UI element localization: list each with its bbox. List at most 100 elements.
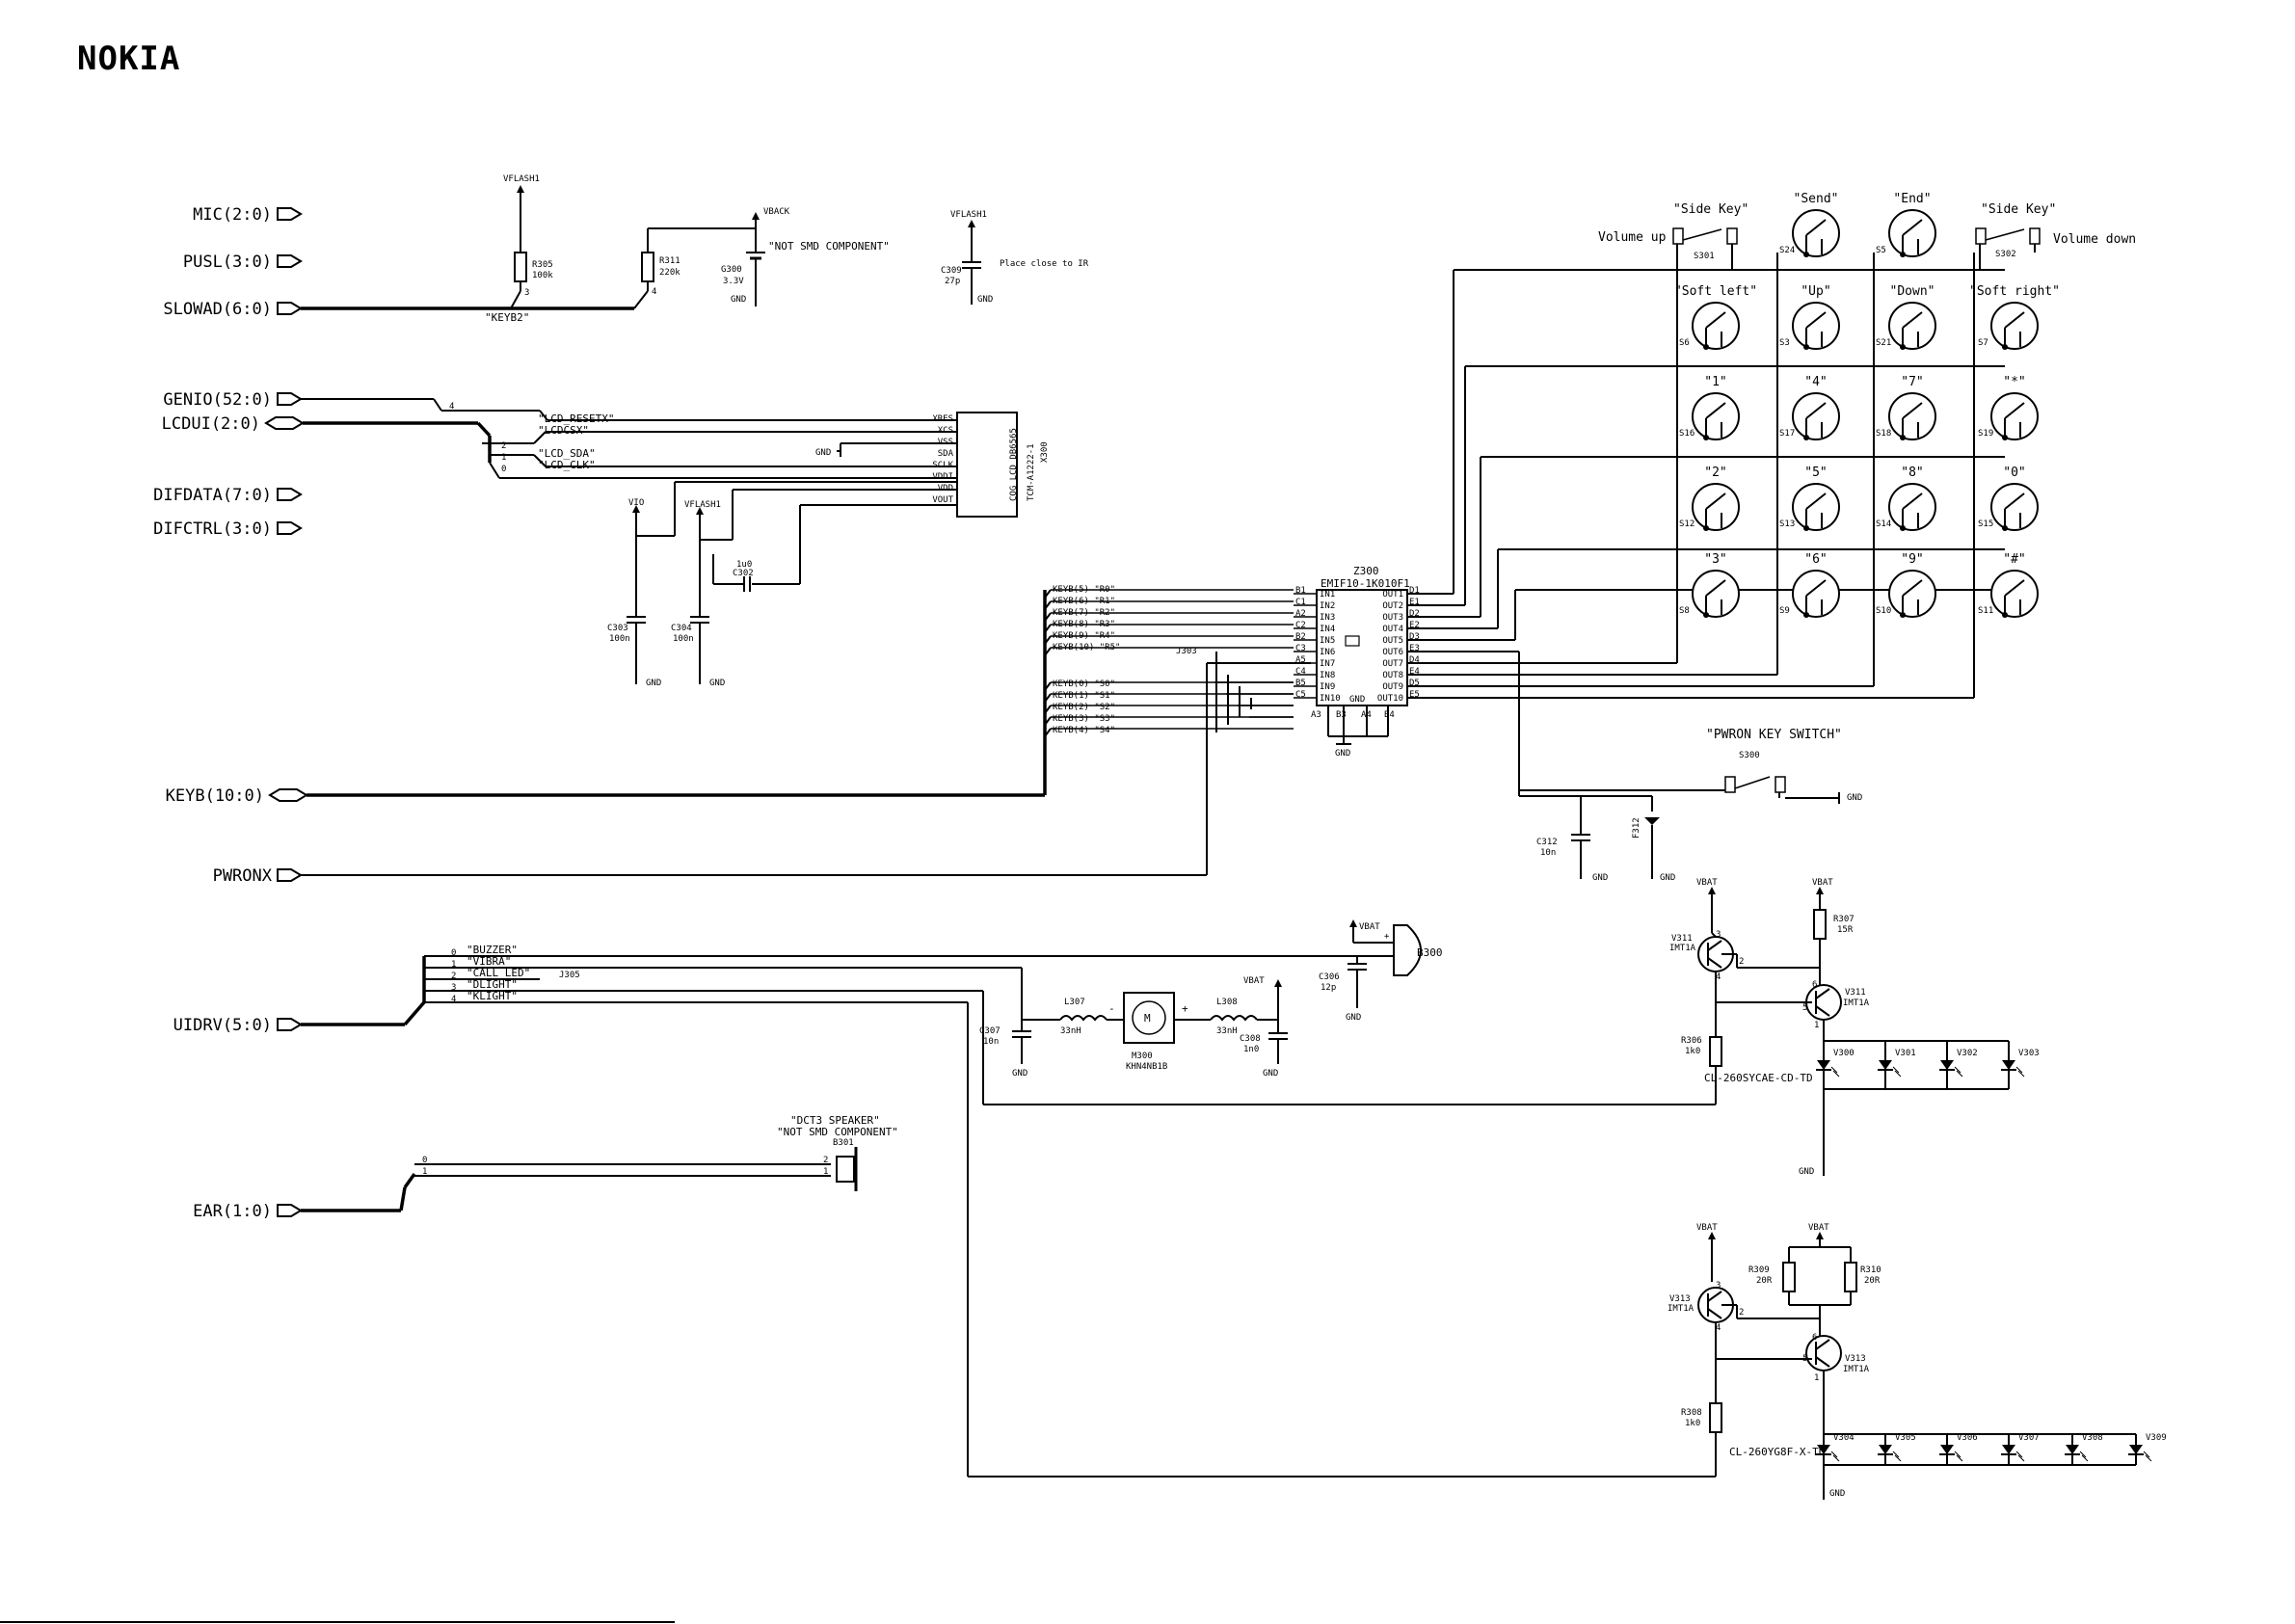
key-label: "3": [1704, 552, 1726, 567]
keypad-key: "1"S16: [1679, 375, 1740, 440]
port-arrow-icon: [277, 1204, 303, 1217]
lcd-part-number: COG_LCD_DB6565: [1009, 428, 1019, 501]
r307-ref: R307: [1833, 915, 1855, 924]
c309-value: 27p: [945, 277, 960, 286]
key-ref: S6: [1679, 338, 1690, 348]
lcd-bus-bit-1: 1: [501, 453, 506, 463]
key-ref: S14: [1876, 519, 1891, 529]
buzzer-plus: +: [1384, 932, 1390, 942]
key-label: "#": [2003, 552, 2025, 567]
v311b-pin1: 1: [1814, 1021, 1819, 1030]
dl-led-part: CL-260SYCAE-CD-TD: [1704, 1072, 1813, 1084]
resistor-r308: [1709, 1402, 1722, 1433]
lcd-connector-part: TCM-A1222-1: [1027, 443, 1036, 501]
lcd-bus-bit-0: 0: [501, 465, 506, 474]
key-switch-icon: [1792, 483, 1840, 531]
keyb-net-s3: KEYB(3) "S3": [1053, 714, 1115, 724]
keyb-net-r0: KEYB(5) "R0": [1053, 585, 1115, 595]
z300-output-label: OUT5: [1382, 636, 1403, 646]
key-ref: S11: [1978, 606, 1993, 616]
led-icon: [2129, 1445, 2143, 1454]
key-ref: S12: [1679, 519, 1695, 529]
key-switch-icon: [1692, 392, 1740, 440]
z300-pin-label: E5: [1409, 690, 1420, 700]
vbat-l308-label: VBAT: [1243, 976, 1265, 986]
key-ref: S5: [1876, 246, 1886, 255]
key-switch-icon: [1888, 302, 1936, 350]
v311b-part: IMT1A: [1843, 998, 1870, 1008]
c307-value: 10n: [983, 1037, 999, 1047]
keypad-key: "0"S15: [1978, 466, 2039, 531]
v313a-pin3: 3: [1716, 1281, 1721, 1291]
z300-pin-label: A2: [1295, 609, 1306, 619]
key-ref: S10: [1876, 606, 1891, 616]
led-ref: V309: [2146, 1433, 2167, 1443]
keypad-key: "3" S8: [1679, 552, 1740, 618]
z300-input-label: IN4: [1320, 625, 1335, 634]
lcd-pin-vss: VSS: [938, 438, 953, 447]
z300-pin-label: B1: [1295, 586, 1306, 596]
vibra-motor: L307 33nH M - + M300 KHN4NB1B L308 33nH …: [979, 976, 1288, 1078]
s300-gnd: GND: [1847, 793, 1862, 803]
pwronx-wiring: [301, 652, 1311, 876]
led-ref: V303: [2018, 1049, 2040, 1058]
z300-pin-label: D4: [1409, 655, 1420, 665]
z300-ref: Z300: [1353, 565, 1379, 577]
port-label-pwronx: PWRONX: [213, 866, 273, 886]
g300-gnd: GND: [731, 295, 746, 305]
c312-gnd: GND: [1592, 873, 1608, 883]
key-light-led: V307: [2001, 1433, 2040, 1465]
keypad-key: "4"S17: [1779, 375, 1840, 440]
buzzer-icon: [1393, 924, 1422, 976]
led-icon: [1817, 1060, 1830, 1070]
key-switch-icon: [1792, 209, 1840, 257]
port-label-difctrl: DIFCTRL(3:0): [153, 519, 272, 539]
v313a-pin4: 4: [1716, 1323, 1721, 1333]
volume-up-label: Volume up: [1598, 230, 1667, 245]
m300-part: KHN4NB1B: [1126, 1062, 1167, 1072]
c307-gnd: GND: [1012, 1069, 1027, 1078]
lcd-pin-sda: SDA: [938, 449, 954, 459]
key-switch-icon: [1692, 483, 1740, 531]
uidrv-bit-1: 1: [451, 960, 456, 970]
b301-pin2: 2: [823, 1156, 828, 1165]
v311b-pin5: 5: [1802, 1003, 1807, 1013]
port-mic: MIC(2:0): [193, 205, 303, 225]
side-key-volume-down: "Side Key" Volume down S302: [1975, 202, 2136, 270]
key-switch-icon: [1888, 570, 1936, 618]
port-label-lcdui: LCDUI(2:0): [162, 414, 260, 434]
r309-value: 20R: [1756, 1276, 1773, 1286]
lcd-pin-sclk: SCLK: [932, 461, 953, 470]
lcd-pin-vddi: VDDI: [932, 472, 953, 482]
key-switch-icon: [1990, 483, 2039, 531]
led-ref: V304: [1833, 1433, 1855, 1443]
keyb2-net-label: "KEYB2": [485, 311, 529, 324]
c304-ref: C304: [671, 624, 692, 633]
key-ref: S8: [1679, 606, 1690, 616]
r311-value: 220k: [659, 268, 680, 278]
z300-pin-label: D5: [1409, 679, 1420, 688]
port-bidir-icon: [268, 788, 308, 802]
inductor-l307: [1059, 1015, 1107, 1022]
c303-gnd: GND: [646, 679, 661, 688]
keypad-key: "8"S14: [1876, 466, 1936, 531]
led-icon: [2002, 1060, 2015, 1070]
port-arrow-icon: [277, 868, 303, 882]
keyb-net-s1: KEYB(1) "S1": [1053, 691, 1115, 701]
v311a-pin3: 3: [1716, 930, 1721, 940]
led-ref: V301: [1895, 1049, 1916, 1058]
z300-input-label: IN10: [1320, 694, 1341, 704]
key-label: "Soft right": [1969, 284, 2060, 299]
keyb-net-r4: KEYB(9) "R4": [1053, 631, 1115, 641]
z300-pin-label: A5: [1295, 655, 1306, 665]
port-arrow-icon: [277, 488, 303, 501]
key-light-led: V304: [1816, 1433, 1855, 1465]
keyb-net-r1: KEYB(6) "R1": [1053, 597, 1115, 606]
r305-supply-label: VFLASH1: [503, 174, 540, 184]
z300-output-label: OUT9: [1382, 682, 1403, 692]
led-icon: [2002, 1445, 2015, 1454]
r310-value: 20R: [1864, 1276, 1881, 1286]
j305-label: J305: [559, 971, 580, 980]
v311a-pin2: 2: [1739, 957, 1744, 967]
volume-down-label: Volume down: [2053, 232, 2136, 247]
